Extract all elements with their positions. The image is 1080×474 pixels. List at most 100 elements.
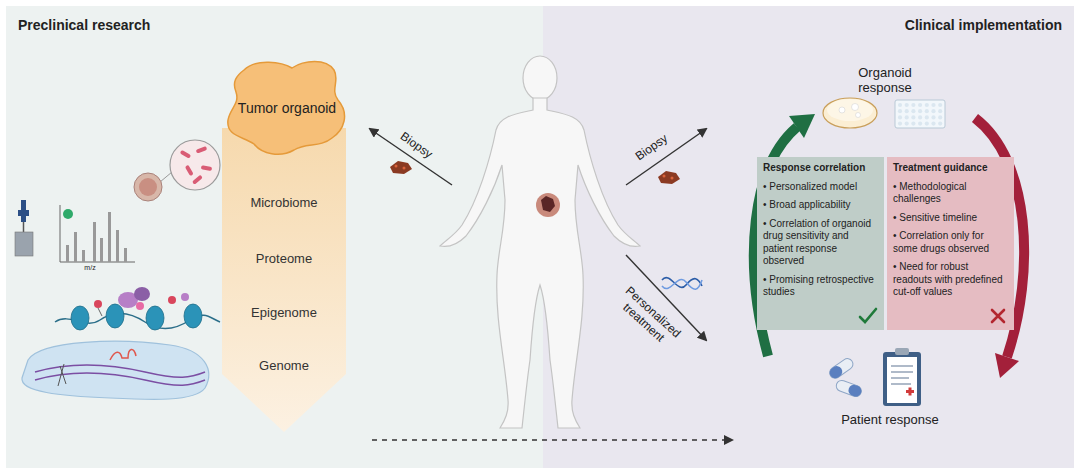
- well: [931, 103, 935, 107]
- well: [905, 122, 909, 126]
- well: [938, 115, 942, 119]
- bullet-item: • Personalized model: [763, 181, 878, 194]
- clipboard-icon: [883, 348, 921, 406]
- mass-spectrum-part: [60, 205, 135, 262]
- well-plate-part: [898, 103, 942, 126]
- bacteria-dish-part: [196, 146, 208, 154]
- well: [918, 103, 922, 107]
- summary-box: Treatment guidance• Methodological chall…: [887, 157, 1014, 330]
- bacteria-dish-part: [180, 150, 192, 159]
- response-correlation-arrow-part: [789, 114, 815, 138]
- bullet-item: • Need for robust readouts with predefin…: [893, 261, 1008, 299]
- well: [938, 109, 942, 113]
- well: [898, 115, 902, 119]
- well: [918, 122, 922, 126]
- well: [898, 122, 902, 126]
- well: [931, 115, 935, 119]
- tissue-sample: [658, 171, 680, 184]
- band-outline: [222, 128, 346, 432]
- mass-spectrum-part: [66, 245, 69, 262]
- human-figure-part: [523, 56, 557, 100]
- well: [911, 122, 915, 126]
- nucleosome-row-part-part: [71, 306, 89, 330]
- well: [911, 109, 915, 113]
- nucleosome-row-part: [136, 302, 144, 310]
- well: [925, 115, 929, 119]
- cross-mark: [988, 306, 1008, 326]
- well: [938, 103, 942, 107]
- stage-label: Patient response: [840, 413, 940, 428]
- well: [925, 122, 929, 126]
- dashed-arrow: [372, 439, 732, 440]
- bullet-item: • Correlation only for some drugs observ…: [893, 230, 1008, 255]
- mass-spectrum-part: [124, 248, 127, 262]
- clipboard-icon-part: [891, 383, 911, 384]
- dna-icon: [662, 278, 702, 290]
- well: [918, 115, 922, 119]
- petri-dish-part: [823, 98, 877, 128]
- nucleosome-row-part-part: [106, 304, 124, 328]
- tissue-sample-part: [671, 177, 674, 180]
- crispr-cell-part: [110, 349, 136, 360]
- mass-spectrum-part: [63, 209, 73, 219]
- nucleosome-row-part-part: [146, 306, 164, 330]
- omics-layer: Epigenome: [222, 305, 346, 320]
- pills-icon-part: [827, 364, 844, 380]
- pills-icon-part: [827, 356, 855, 380]
- well: [931, 109, 935, 113]
- crispr-cell: [22, 341, 209, 399]
- well: [925, 103, 929, 107]
- bacteria-dish-part: [192, 175, 203, 185]
- treatment-guidance-arrow-part: [995, 353, 1019, 378]
- pipette-icon-part: [15, 232, 33, 256]
- tissue-sample-part: [403, 167, 406, 170]
- tissue-sample-part: [390, 161, 412, 174]
- bullet-item: • Broad applicability: [763, 199, 878, 212]
- bullet-item: • Promising retrospective studies: [763, 274, 878, 299]
- well: [898, 109, 902, 113]
- check-mark: [858, 306, 878, 326]
- well: [938, 122, 942, 126]
- well: [898, 103, 902, 107]
- nucleosome-row: [55, 287, 220, 330]
- nucleosome-row-part: [181, 293, 189, 301]
- omics-layer: Genome: [222, 358, 346, 373]
- bullet-item: • Sensitive timeline: [893, 212, 1008, 225]
- well-plate: [895, 100, 945, 128]
- clipboard-icon-part: [887, 357, 917, 403]
- tissue-sample-part: [663, 175, 666, 178]
- nucleosome-row-part: [134, 287, 150, 301]
- node-title: Tumor organoid: [238, 100, 336, 116]
- bacteria-dish-part: [160, 172, 172, 182]
- pills-icon-part: [835, 379, 863, 398]
- tissue-sample: [390, 161, 412, 174]
- symbol-stroke: [992, 310, 1004, 322]
- mass-spectrum-part: [93, 222, 96, 262]
- organoid-blob: Tumor organoid: [222, 56, 352, 160]
- pills-icon-part: [847, 383, 863, 398]
- clipboard-icon-part: [891, 377, 909, 378]
- clipboard-icon-part: [883, 352, 921, 406]
- tissue-sample-part: [658, 171, 680, 184]
- pipette-icon: [15, 200, 33, 256]
- bullet-item: • Methodological challenges: [893, 181, 1008, 206]
- petri-dish-part: [839, 107, 845, 113]
- box-heading: Response correlation: [763, 162, 878, 175]
- human-figure-part: [541, 196, 555, 212]
- well: [905, 115, 909, 119]
- pills-icon: [827, 356, 862, 398]
- well: [918, 109, 922, 113]
- human-figure-part: [536, 193, 560, 217]
- crispr-cell-part: [22, 341, 209, 399]
- clipboard-icon-part: [891, 371, 913, 372]
- bacteria-dish-part: [201, 165, 213, 171]
- human-figure: [440, 56, 640, 428]
- petri-dish-part: [856, 113, 861, 118]
- dna-icon-part: [662, 280, 702, 290]
- mass-spectrum-part: [108, 212, 111, 262]
- omics-layer: Microbiome: [222, 195, 346, 210]
- well: [911, 103, 915, 107]
- nucleosome-row-part-part: [184, 304, 202, 328]
- mass-spectrum-part: [100, 238, 103, 262]
- petri-dish: [823, 98, 877, 128]
